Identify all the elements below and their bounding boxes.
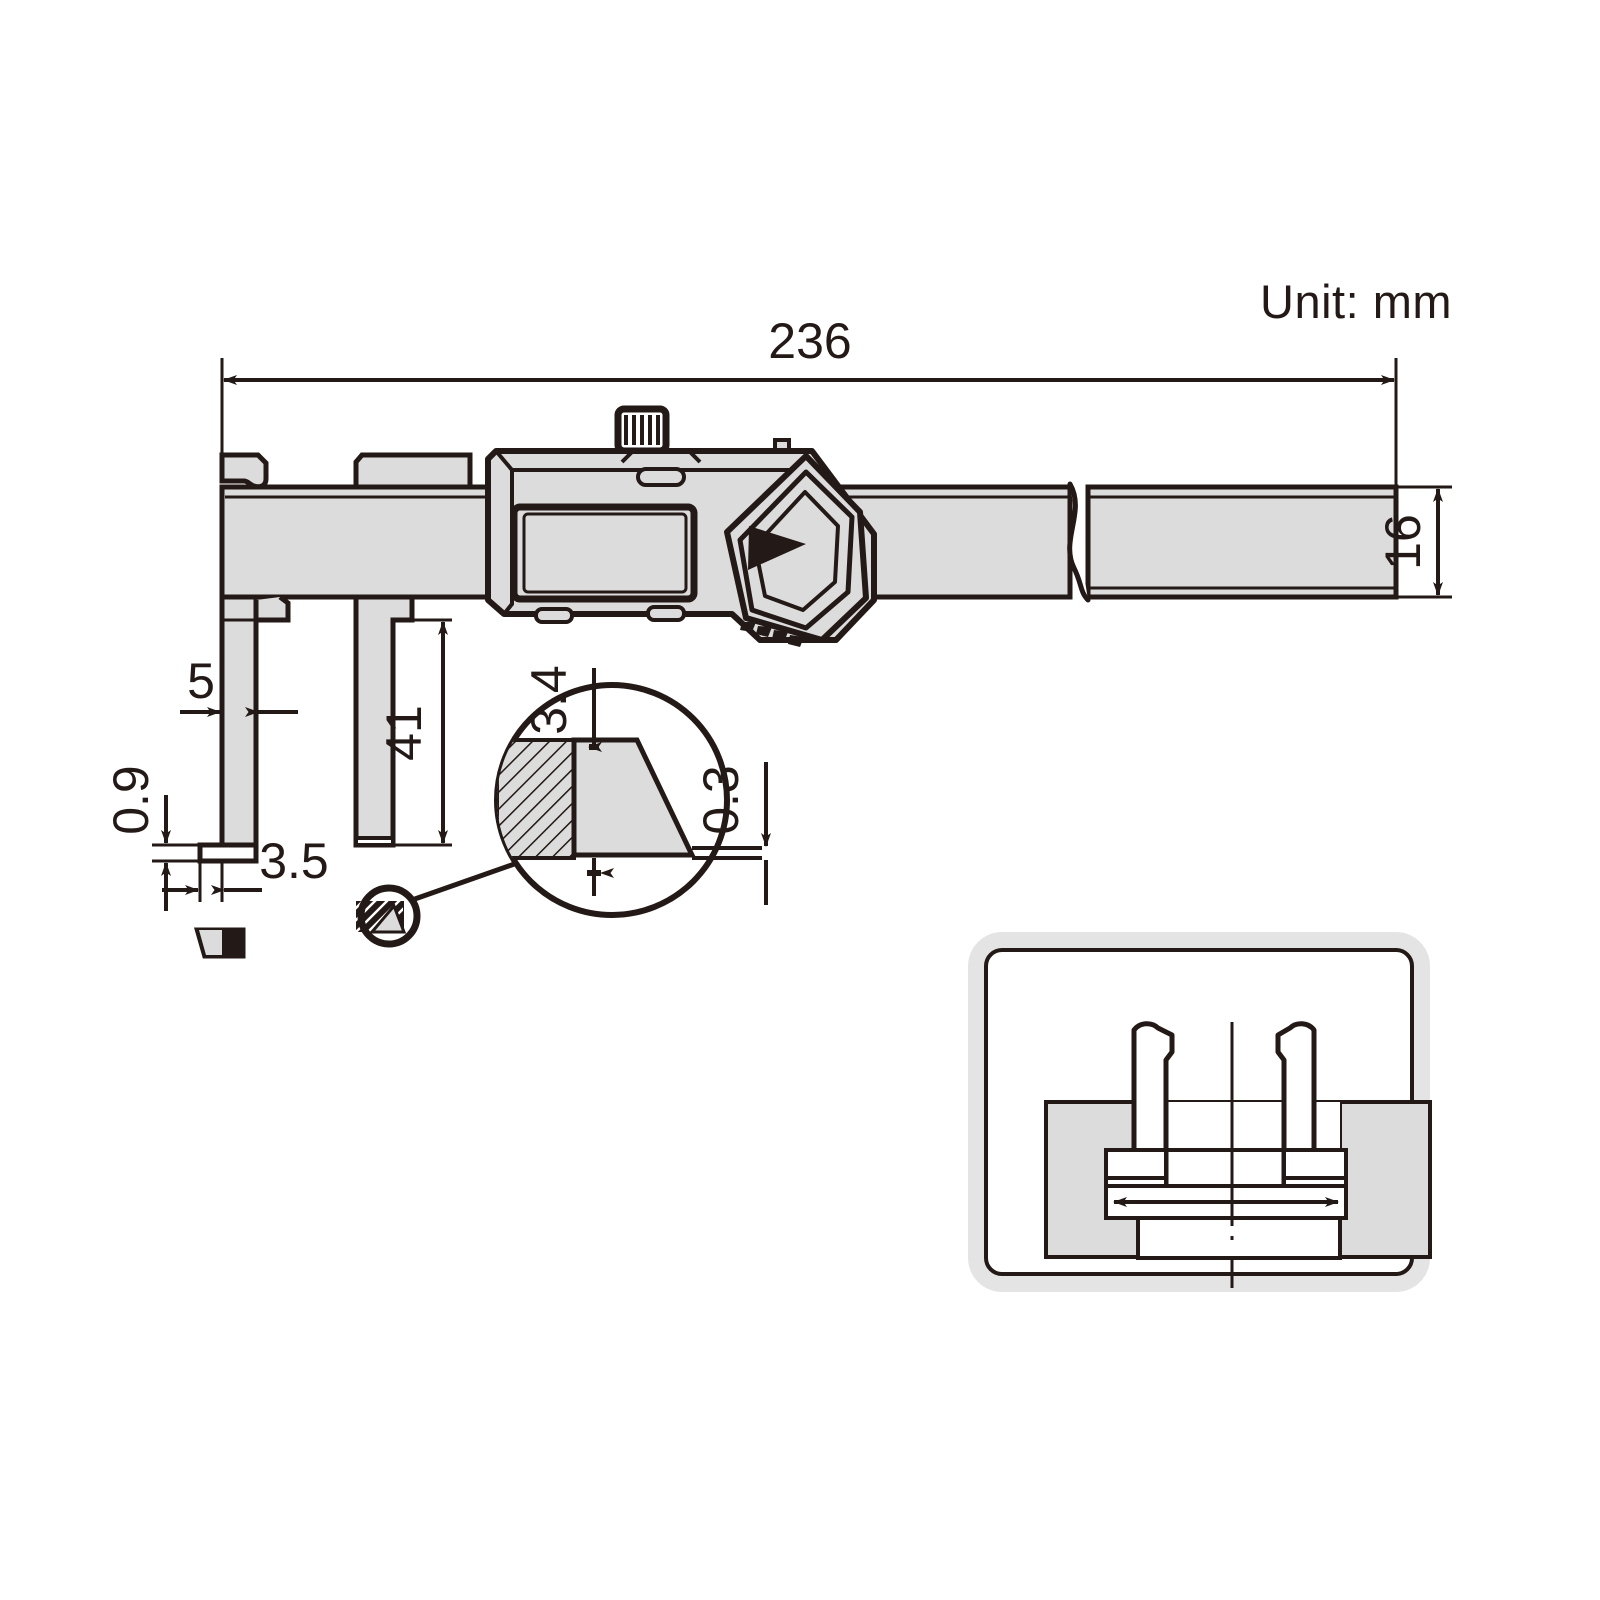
dimension-tip-thickness: 0.9 <box>103 765 200 911</box>
slider-top-block <box>353 452 473 490</box>
unit-note-label: Unit: mm <box>1260 275 1452 328</box>
fixed-jaw-tip-foot <box>197 842 259 864</box>
dimension-tip-width: 3.5 <box>162 833 329 902</box>
dim-label-09: 0.9 <box>103 765 159 835</box>
housing-lower-edge <box>730 598 876 643</box>
rocker-inner-frame <box>753 490 840 612</box>
detail-callout-marker <box>355 859 521 948</box>
fixed-jaw-assembly <box>197 452 473 864</box>
lcd-display-inner <box>522 512 688 594</box>
inset-illustration <box>1044 1021 1432 1288</box>
play-triangle-icon <box>748 526 806 570</box>
dim-label-41: 41 <box>376 705 432 761</box>
detail-marker-circle <box>357 884 421 948</box>
application-inset <box>968 932 1432 1292</box>
detail-bubble: 3.4 0.3 <box>494 665 771 918</box>
dim-label-35: 3.5 <box>259 833 329 889</box>
dimension-overall-length: 236 <box>220 313 1398 487</box>
detail-marker-chamfer <box>368 903 407 934</box>
inset-lower-part <box>1136 1216 1342 1260</box>
display-housing <box>485 405 877 647</box>
dimension-detail-height: 3.4 <box>521 665 614 896</box>
fixed-jaw-blade <box>219 594 259 848</box>
dimension-jaw-depth: 41 <box>376 618 452 847</box>
origin-button[interactable] <box>636 467 686 487</box>
angled-rocker-bezel[interactable] <box>724 453 869 643</box>
inset-jaw-foot-right <box>1282 1148 1348 1188</box>
detail-parent-body <box>497 740 574 858</box>
dimension-jaw-step: 5 <box>180 620 298 730</box>
beam-body-right <box>1085 484 1399 600</box>
thumb-roller-knurl <box>624 415 660 445</box>
detail-chamfer-shape <box>571 737 696 858</box>
fixed-jaw-shoulder <box>253 595 291 623</box>
caliper-main-view <box>197 405 1399 864</box>
mode-button[interactable] <box>646 605 686 622</box>
dim-label-03: 0.3 <box>693 765 749 835</box>
dimension-beam-height: 16 <box>1375 485 1452 599</box>
chamfer-section-icon-light <box>199 930 222 955</box>
detail-leader-line <box>411 859 521 903</box>
dim-label-16: 16 <box>1375 514 1431 570</box>
moving-jaw-tip-foot <box>354 836 395 847</box>
inset-jaw-foot-left <box>1104 1148 1168 1188</box>
beam-break-symbol <box>1067 481 1091 603</box>
housing-top-notch <box>620 450 702 464</box>
dimension-detail-edge: 0.3 <box>693 762 771 905</box>
zero-button[interactable] <box>534 607 574 624</box>
dim-label-236: 236 <box>768 313 851 369</box>
chamfer-section-icon <box>194 927 246 959</box>
workpiece-right-block <box>1338 1100 1432 1259</box>
dim-label-34: 3.4 <box>521 665 577 735</box>
dim-label-5: 5 <box>187 653 215 709</box>
fixed-jaw-top-tab <box>219 452 269 490</box>
